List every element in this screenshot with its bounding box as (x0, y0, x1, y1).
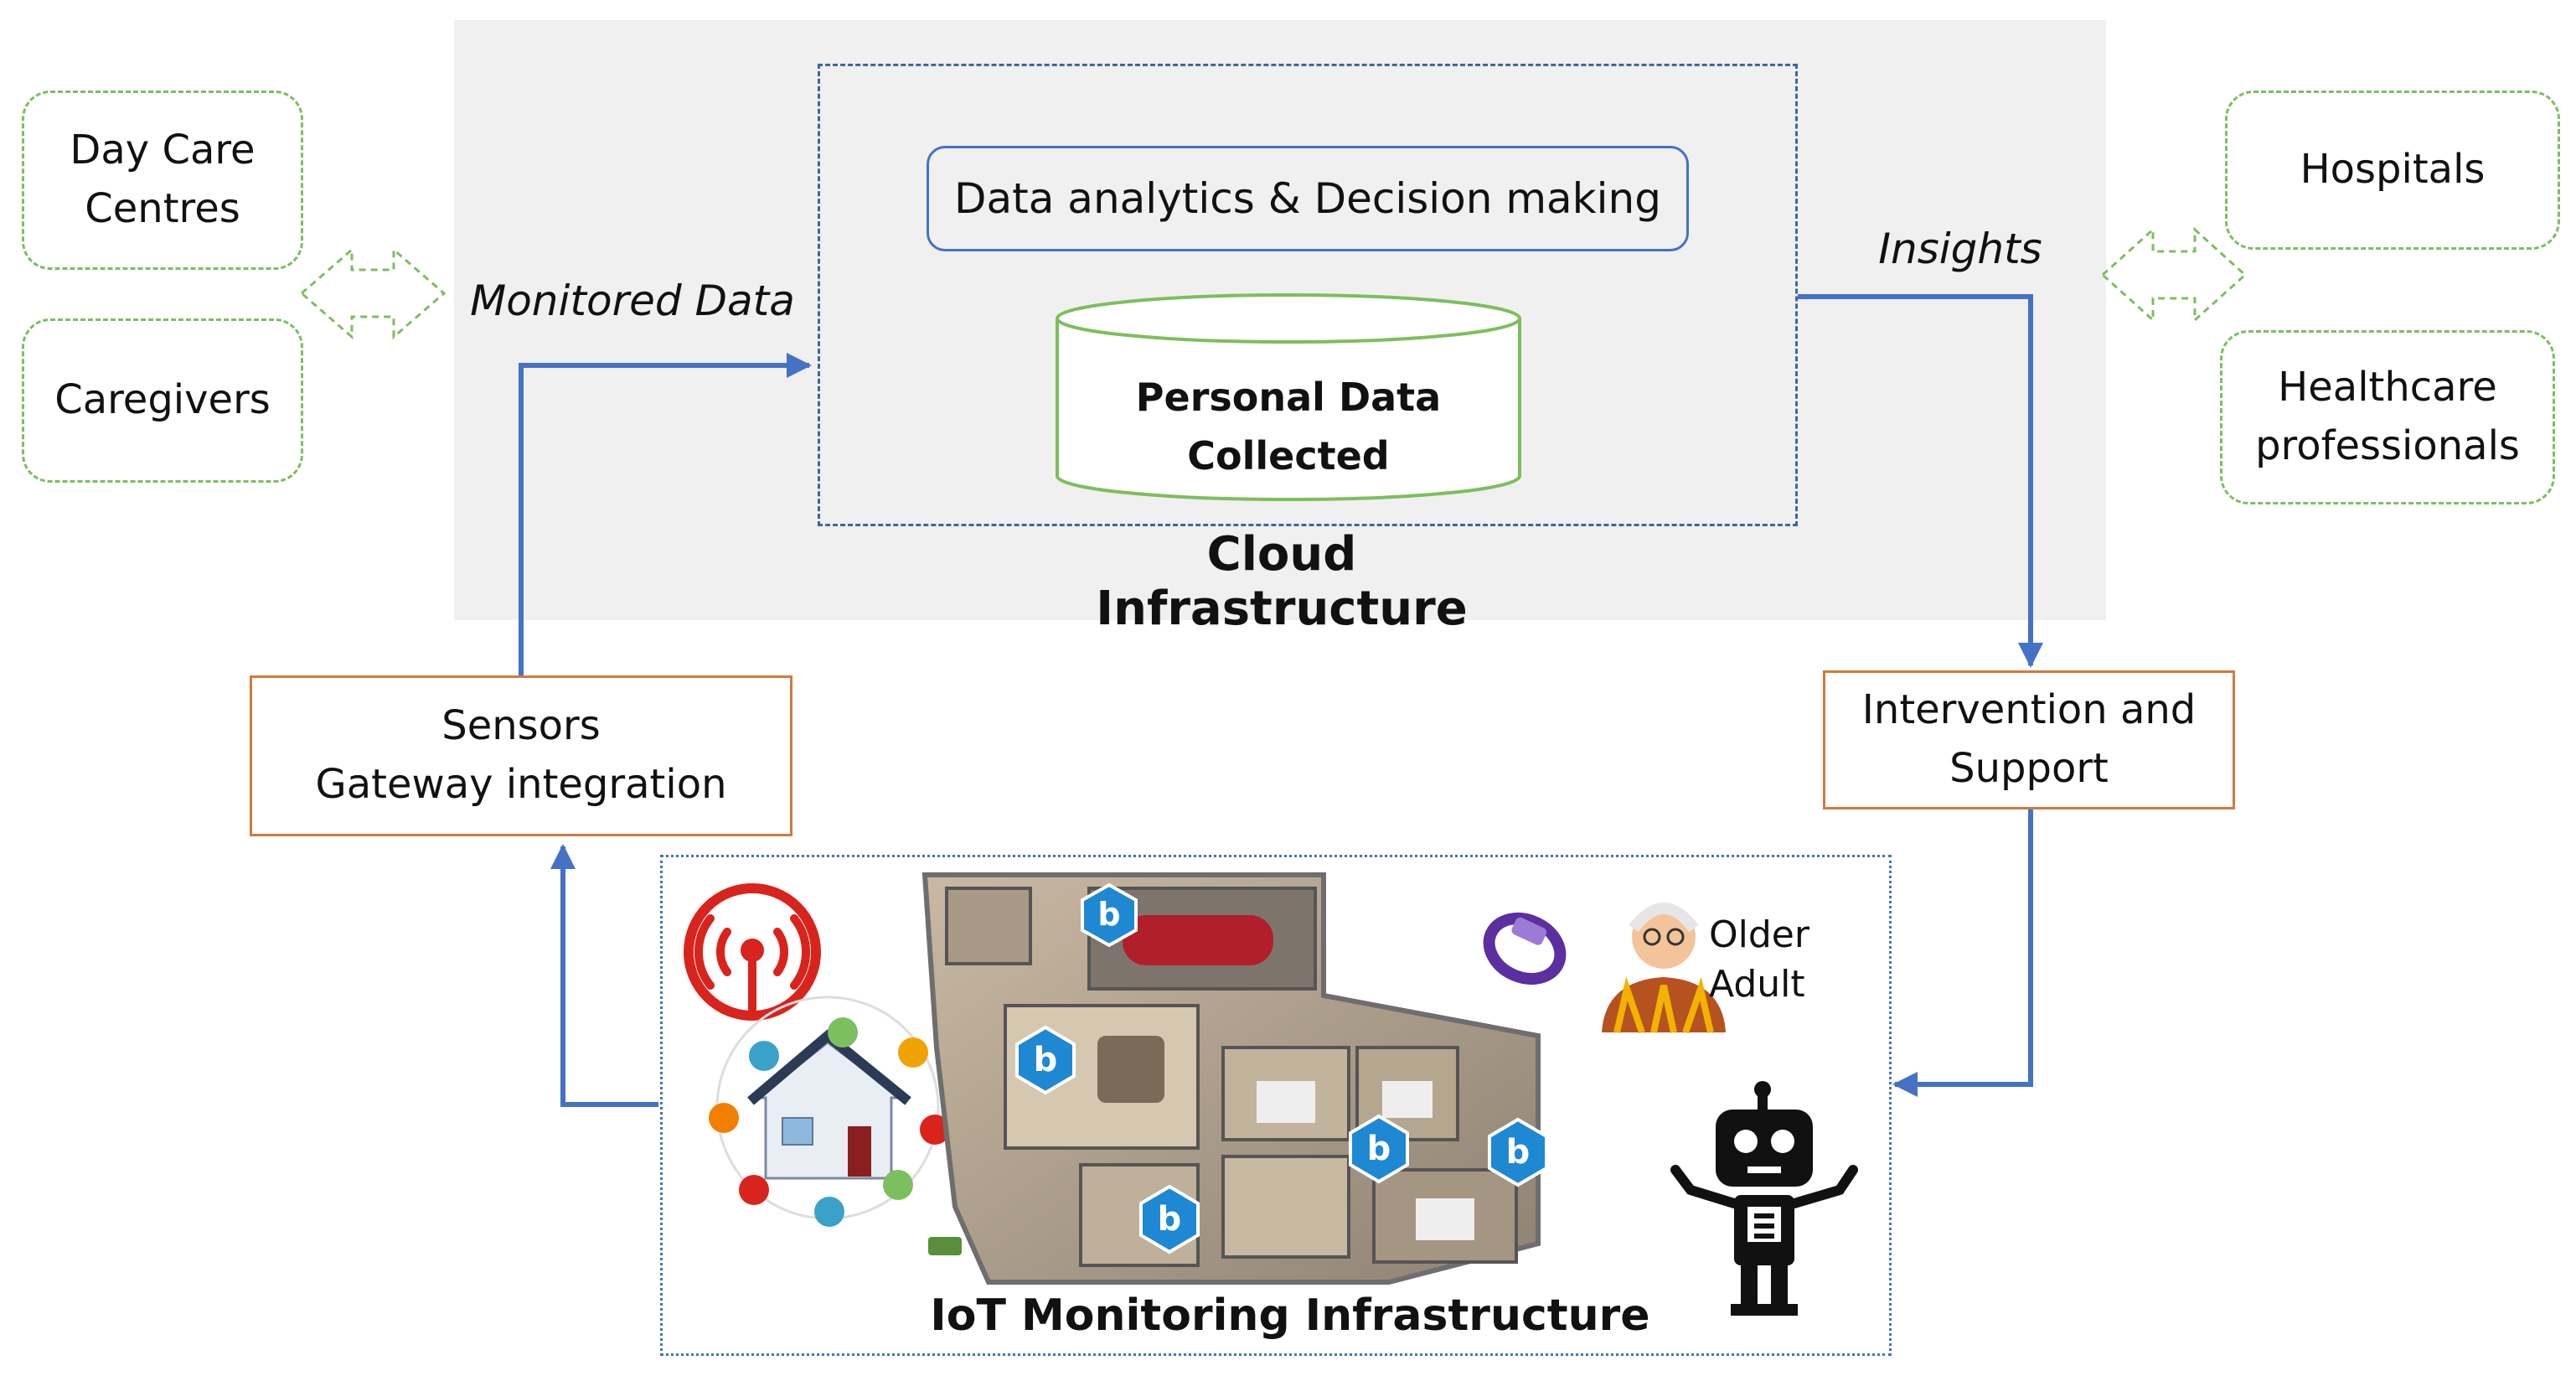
database-label-line1: Personal Data (1136, 375, 1441, 420)
beacon-icon: b (1349, 1114, 1409, 1184)
intervention-line2: Support (1949, 745, 2109, 792)
caregivers-box: Caregivers (22, 318, 303, 483)
day-care-line1: Day Care (70, 127, 256, 174)
older-adult-line1: Older (1709, 913, 1809, 956)
beacon-icon: b (1081, 882, 1138, 948)
left-double-arrow (299, 246, 447, 340)
healthcare-professionals-box: Healthcare professionals (2220, 330, 2555, 504)
wifi-signal-icon (684, 883, 821, 1021)
beacon-icon: b (1488, 1117, 1548, 1187)
healthcare-line2: professionals (2255, 422, 2520, 469)
sensors-line2: Gateway integration (315, 761, 727, 808)
hospitals-box: Hospitals (2225, 91, 2560, 250)
day-care-centres-box: Day Care Centres (22, 91, 303, 270)
svg-text:b: b (1506, 1133, 1531, 1172)
wristband-icon (1483, 913, 1567, 985)
analytics-label: Data analytics & Decision making (954, 174, 1661, 223)
database-cylinder (1056, 293, 1521, 501)
right-double-arrow (2100, 226, 2248, 323)
smart-home-icon (709, 996, 962, 1255)
hospitals-label: Hospitals (2300, 146, 2486, 194)
intervention-support-box: Intervention and Support (1823, 670, 2235, 810)
healthcare-line1: Healthcare (2278, 364, 2497, 411)
floor-plan-image (921, 872, 1541, 1285)
older-adult-icon (1602, 903, 1726, 1034)
beacon-icon: b (1015, 1025, 1076, 1095)
monitored-data-label: Monitored Data (470, 277, 795, 325)
iot-to-sensors-arrow (550, 844, 658, 1107)
intervention-to-iot-arrow (1892, 810, 2033, 1097)
beacon-icon: b (1139, 1184, 1200, 1254)
day-care-line2: Centres (85, 185, 240, 232)
intervention-line1: Intervention and (1861, 686, 2197, 734)
insights-arrow (1798, 294, 2043, 668)
caregivers-label: Caregivers (54, 376, 271, 424)
robot-icon (1670, 1081, 1858, 1316)
svg-text:b: b (1097, 896, 1120, 933)
analytics-box: Data analytics & Decision making (927, 146, 1689, 251)
svg-text:b: b (1158, 1200, 1182, 1239)
iot-title: IoT Monitoring Infrastructure (930, 1291, 1650, 1341)
svg-text:b: b (1367, 1130, 1391, 1168)
cloud-services-boundary (818, 64, 1798, 526)
older-adult-line2: Adult (1709, 963, 1805, 1006)
svg-text:b: b (1034, 1041, 1058, 1079)
sensors-line1: Sensors (441, 702, 601, 750)
insights-label: Insights (1878, 225, 2042, 273)
sensors-gateway-box: Sensors Gateway integration (250, 675, 792, 836)
database-label-line2: Collected (1187, 433, 1389, 478)
older-adult-label: Older Adult (1709, 905, 1877, 1014)
monitored-data-arrow (519, 353, 812, 675)
